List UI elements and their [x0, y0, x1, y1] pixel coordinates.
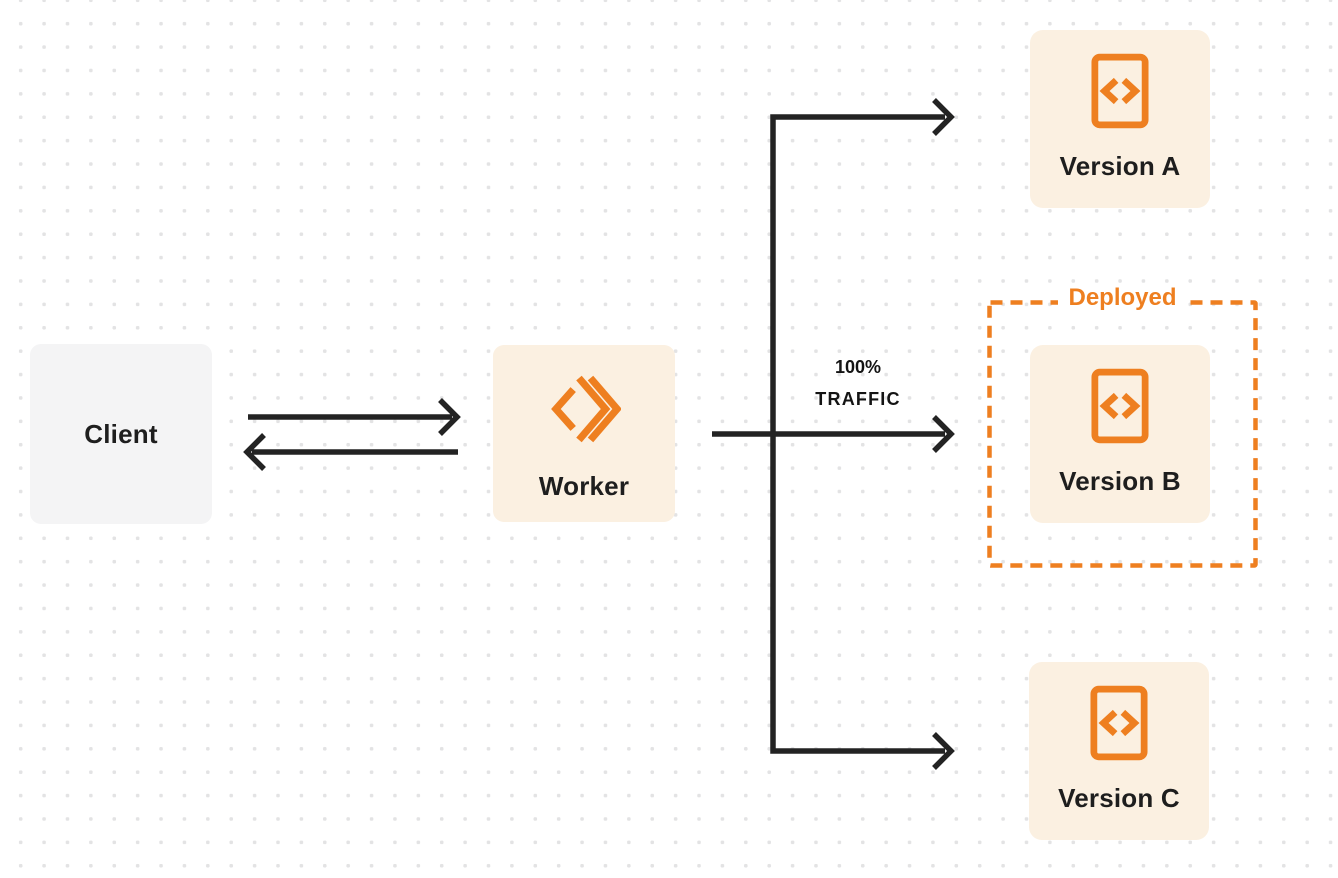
code-file-icon: [1091, 368, 1149, 444]
arrow-to-version-c: [932, 732, 955, 770]
deployed-label: Deployed: [1057, 284, 1188, 312]
traffic-word: TRAFFIC: [815, 389, 901, 409]
version-a-label: Version A: [1059, 151, 1181, 181]
version-c-label: Version C: [1058, 783, 1180, 813]
client-label: Client: [84, 418, 158, 449]
node-version-c: Version C: [1029, 662, 1209, 840]
code-file-icon: [1090, 685, 1148, 761]
node-version-b: Version B: [1030, 345, 1210, 523]
workers-logo-icon: [551, 375, 621, 443]
node-client: Client: [30, 344, 212, 524]
arrow-client-to-worker: [248, 398, 461, 436]
arrow-to-version-a: [932, 98, 955, 136]
version-b-label: Version B: [1059, 466, 1181, 496]
code-file-icon: [1091, 53, 1149, 129]
node-version-a: Version A: [1030, 30, 1210, 208]
arrow-worker-to-client: [243, 433, 458, 471]
traffic-percent: 100%: [834, 357, 882, 377]
deployed-group: Deployed: [987, 284, 1258, 568]
traffic-annotation: 100% TRAFFIC: [792, 351, 924, 415]
node-worker: Worker: [493, 345, 675, 522]
arrow-worker-to-version-b: [712, 415, 955, 453]
worker-label: Worker: [538, 471, 630, 501]
branch-trunk: [770, 114, 945, 754]
